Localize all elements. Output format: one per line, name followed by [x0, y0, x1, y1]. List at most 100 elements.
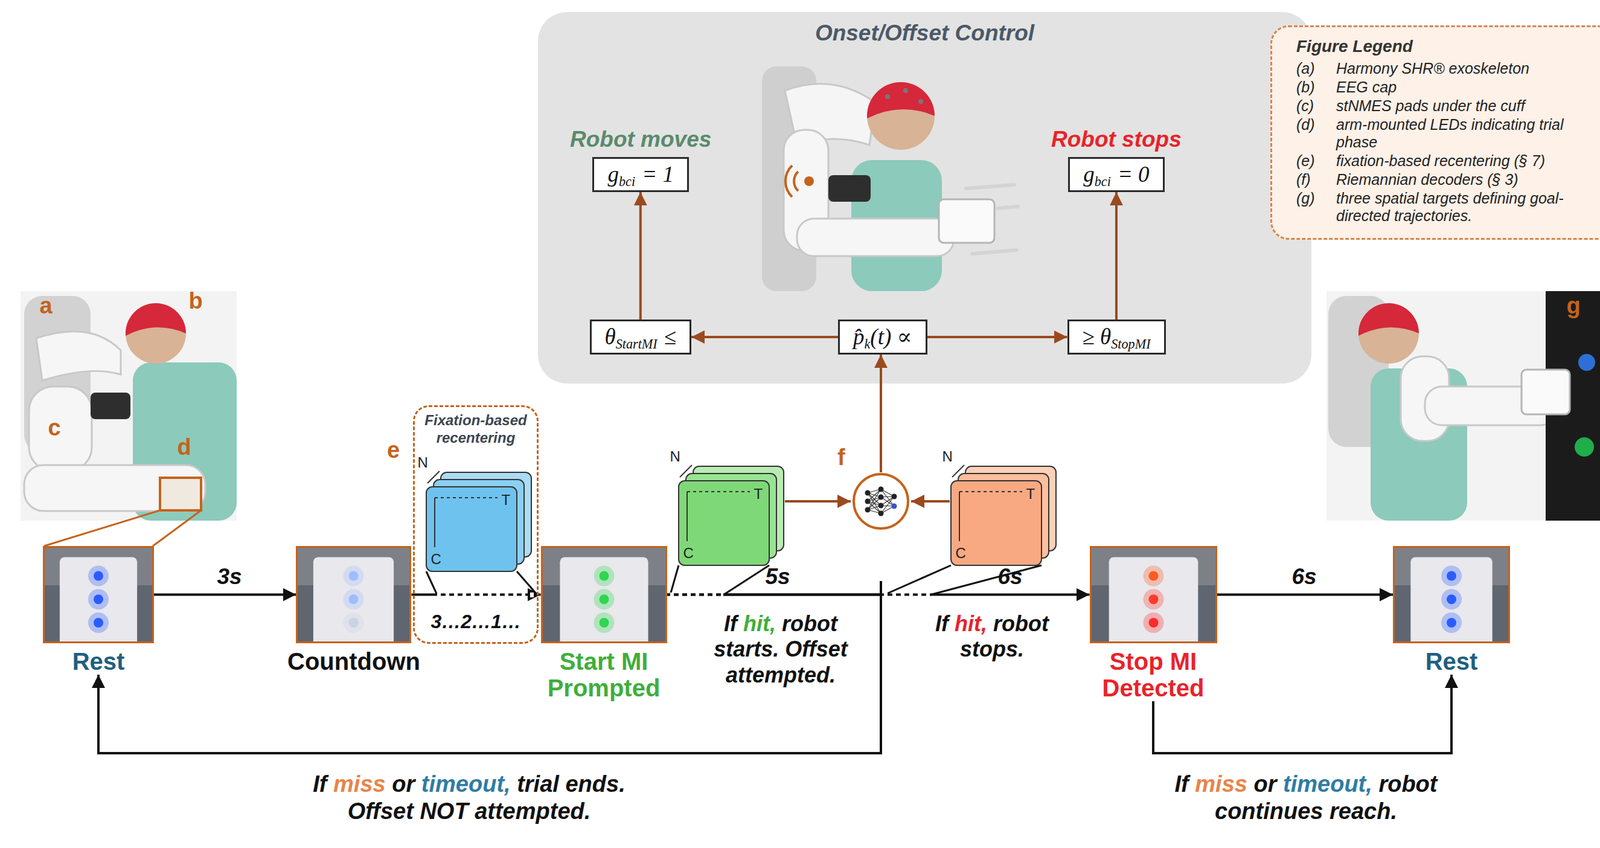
illustration-part [125, 303, 186, 336]
word: timeout, [1283, 771, 1373, 797]
subscript: StopMI [1110, 336, 1151, 352]
phase-panel: Start MI Prompted [534, 545, 674, 701]
legend-key: (f) [1296, 170, 1337, 189]
illustration-part [828, 175, 871, 202]
math-symbol: g [1083, 161, 1095, 187]
led-light [93, 617, 104, 628]
illustration-part [867, 82, 935, 150]
word: If [935, 611, 949, 636]
led-glow [1441, 565, 1462, 587]
epoch-window-dots [883, 592, 930, 598]
output-state: Robot stopsgbci= 0 [1051, 126, 1182, 192]
legend-title: Figure Legend [1296, 36, 1600, 57]
led-glow [1142, 588, 1164, 610]
threshold-box: ≥ θStopMI [1067, 319, 1166, 355]
legend-text: arm-mounted LEDs indicating trial phase [1336, 115, 1578, 151]
word: Offset [784, 636, 848, 662]
phase-label: Start MI Prompted [534, 647, 674, 701]
callout-letter: c [48, 414, 61, 442]
led-housing [313, 557, 394, 642]
word: timeout, [421, 771, 511, 797]
right-photo [1326, 291, 1600, 521]
word: 6s [1292, 563, 1317, 589]
illustration-part [966, 184, 1015, 189]
word: 3s [217, 563, 243, 589]
recentering-box: eFixation-based recentering [412, 405, 539, 644]
led-picture [297, 547, 410, 642]
illustration-part [687, 490, 750, 493]
word: attempted. [474, 798, 591, 824]
callout-letter: e [387, 437, 400, 464]
word: robot [993, 611, 1049, 636]
word: trial [516, 771, 560, 797]
led-light [1148, 571, 1159, 581]
network-unit [878, 502, 884, 509]
legend-text: Harmony SHR® exoskeleton [1336, 59, 1578, 78]
equation-box: gbci= 0 [1068, 156, 1165, 192]
connector [879, 354, 883, 473]
legend-text: stNMES pads under the cuff [1336, 97, 1578, 115]
epoch-window-dots [670, 592, 724, 598]
connector [98, 594, 881, 754]
math-symbol: ≤ [664, 324, 677, 349]
led-glow [1441, 612, 1462, 633]
led-glow [1142, 565, 1164, 587]
network-unit [865, 490, 871, 496]
led-light [1148, 594, 1159, 604]
legend-key: (a) [1296, 59, 1337, 78]
timeline-note: If hit, robot starts. Offset attempted. [690, 611, 872, 688]
illustration-part [911, 499, 950, 503]
word: starts. [713, 636, 779, 662]
illustration-part [426, 565, 1042, 595]
equation-box: ≥ θStopMI [1067, 319, 1166, 355]
led-housing [1410, 557, 1492, 642]
phase-panel: Countdown [287, 545, 421, 675]
edge-label: 6s [1292, 563, 1317, 590]
illustration-part [152, 510, 202, 546]
phase-label: Countdown [287, 647, 421, 675]
phase-panel: Stop MI Detected [1083, 545, 1223, 701]
led-housing [59, 557, 138, 642]
led-light [598, 571, 609, 581]
led-photo [42, 545, 154, 644]
control-panel-ground [537, 12, 1312, 384]
math-symbol: ≥ θ [1082, 324, 1112, 349]
led-light [598, 594, 609, 604]
led-light [93, 571, 104, 581]
connector [691, 335, 839, 339]
word: c [48, 414, 61, 441]
illustration-part [434, 497, 436, 548]
led-housing [1108, 557, 1198, 642]
word: If [1174, 771, 1189, 797]
illustration-part [90, 392, 131, 420]
led-glow [88, 565, 109, 587]
threshold-box: θStartMI≤ [589, 319, 692, 355]
word: reach. [1329, 798, 1398, 824]
equation-box: θStartMI≤ [589, 319, 692, 355]
led-picture [1091, 547, 1216, 642]
decoder-icon [851, 472, 910, 531]
edge-label: If miss or timeout, trial ends. Offset N… [288, 770, 651, 825]
network-unit [865, 507, 871, 513]
led-housing [559, 557, 648, 642]
illustration-part [36, 331, 121, 381]
legend-key: (g) [1296, 189, 1337, 225]
callout-letter: b [188, 287, 203, 315]
control-panel: Onset/Offset ControlRobot movesgbci= 1Ro… [537, 12, 1312, 384]
box-title: Fixation-based recentering [414, 406, 537, 447]
network-unit [878, 486, 884, 493]
illustration-part [670, 565, 679, 595]
axis-letter: T [754, 485, 764, 503]
math-symbol: = 0 [1117, 161, 1150, 187]
phase-panel: Rest [1392, 545, 1511, 675]
illustration-part [1574, 437, 1594, 457]
led-glow [343, 612, 365, 633]
phase-label: Rest [1425, 647, 1479, 675]
axis-letter: T [1026, 485, 1036, 503]
connector [1217, 593, 1394, 596]
led-picture [542, 547, 666, 642]
network-unit [878, 510, 884, 517]
legend-text: EEG cap [1336, 78, 1578, 96]
illustration-part [950, 480, 1042, 566]
